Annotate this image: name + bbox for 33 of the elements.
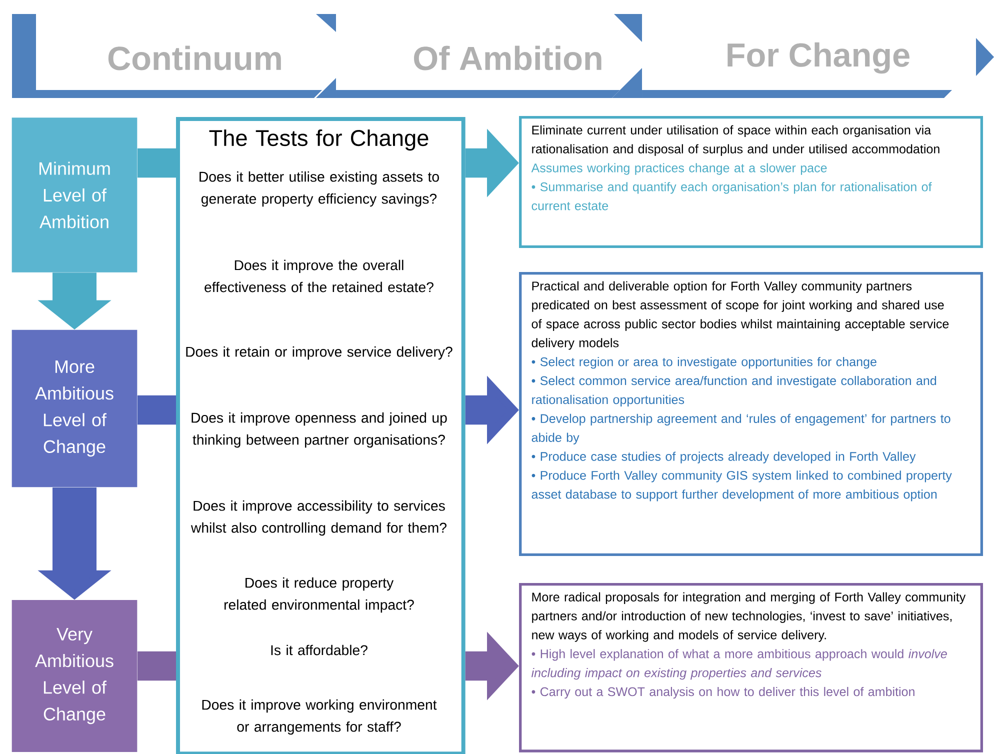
description-text: Assumes working practices change at a slower pace [531, 163, 827, 175]
description-box [519, 583, 984, 752]
level-box: Minimum Level of Ambition [12, 118, 138, 272]
description-text: • Develop partnership agreement and ‘rules of engagement’ for partners to abide by [532, 414, 950, 444]
description-text: • Select region or area to investigate opportunities for change [532, 357, 876, 369]
question-text: Does it better utilise existing assets to generate property efficiency savings? [200, 171, 439, 207]
node-label: Continuum [108, 46, 281, 70]
question-text: Does it improve the overall effectiveness of the retained estate? [204, 260, 434, 292]
description-box [519, 272, 984, 556]
panel-heading: The Tests for Change [209, 129, 428, 151]
question-text: Does it reduce property related environmental impact? [224, 577, 414, 613]
tests-panel [176, 117, 466, 754]
question-text: Does it improve accessibility to services whilst also controlling demand for them? [190, 500, 446, 536]
question-text: Does it retain or improve service delivery? [186, 346, 452, 360]
description-text: • Select common service area/function and investigate collaboration and rationalisation opportunities [532, 376, 936, 407]
question-text: Does it improve working environment or arrangements for staff? [202, 699, 437, 735]
description-text: • Produce Forth Valley community GIS system linked to combined property asset database to support further development of more ambitious option [532, 470, 952, 502]
description-text: • Produce case studies of projects already developed in Forth Valley [532, 452, 916, 464]
question-text: Is it affordable? [271, 644, 368, 656]
node-label: Of Ambition [414, 46, 602, 70]
description-text: More radical proposals for integration and merging of Forth Valley community partners and/or introduction of new technologies, ‘invest to save’ initiatives, new ways of working and models of service delivery. [532, 592, 966, 642]
description-text: Practical and deliverable option for Forth Valley community partners predicated on best assessment of scope for joint working and shared use of space across public sector bodies whilst maintaining acceptable service delivery models [532, 281, 949, 350]
description-text: • High level explanation of what a more ambitious approach would involve including impact on existing properties and services [531, 649, 947, 680]
description-text: • Summarise and quantify each organisation’s plan for rationalisation of current estate [532, 182, 932, 210]
level-box: More Ambitious Level of Change [12, 330, 138, 488]
description-box [519, 116, 984, 248]
chevron-banner: Of Ambition [316, 14, 642, 98]
description-text: • Carry out a SWOT analysis on how to deliver this level of ambition [532, 686, 914, 699]
description-text: Eliminate current under utilisation of space within each organisation via rationalisation and disposal of surplus and under utilised accommodation [532, 125, 940, 156]
node-label: For Change [728, 42, 910, 74]
question-text: Does it improve openness and joined up thinking between partner organisations? [192, 412, 447, 448]
chevron-banner: Continuum [12, 14, 336, 98]
level-box: Very Ambitious Level of Change [12, 600, 138, 752]
